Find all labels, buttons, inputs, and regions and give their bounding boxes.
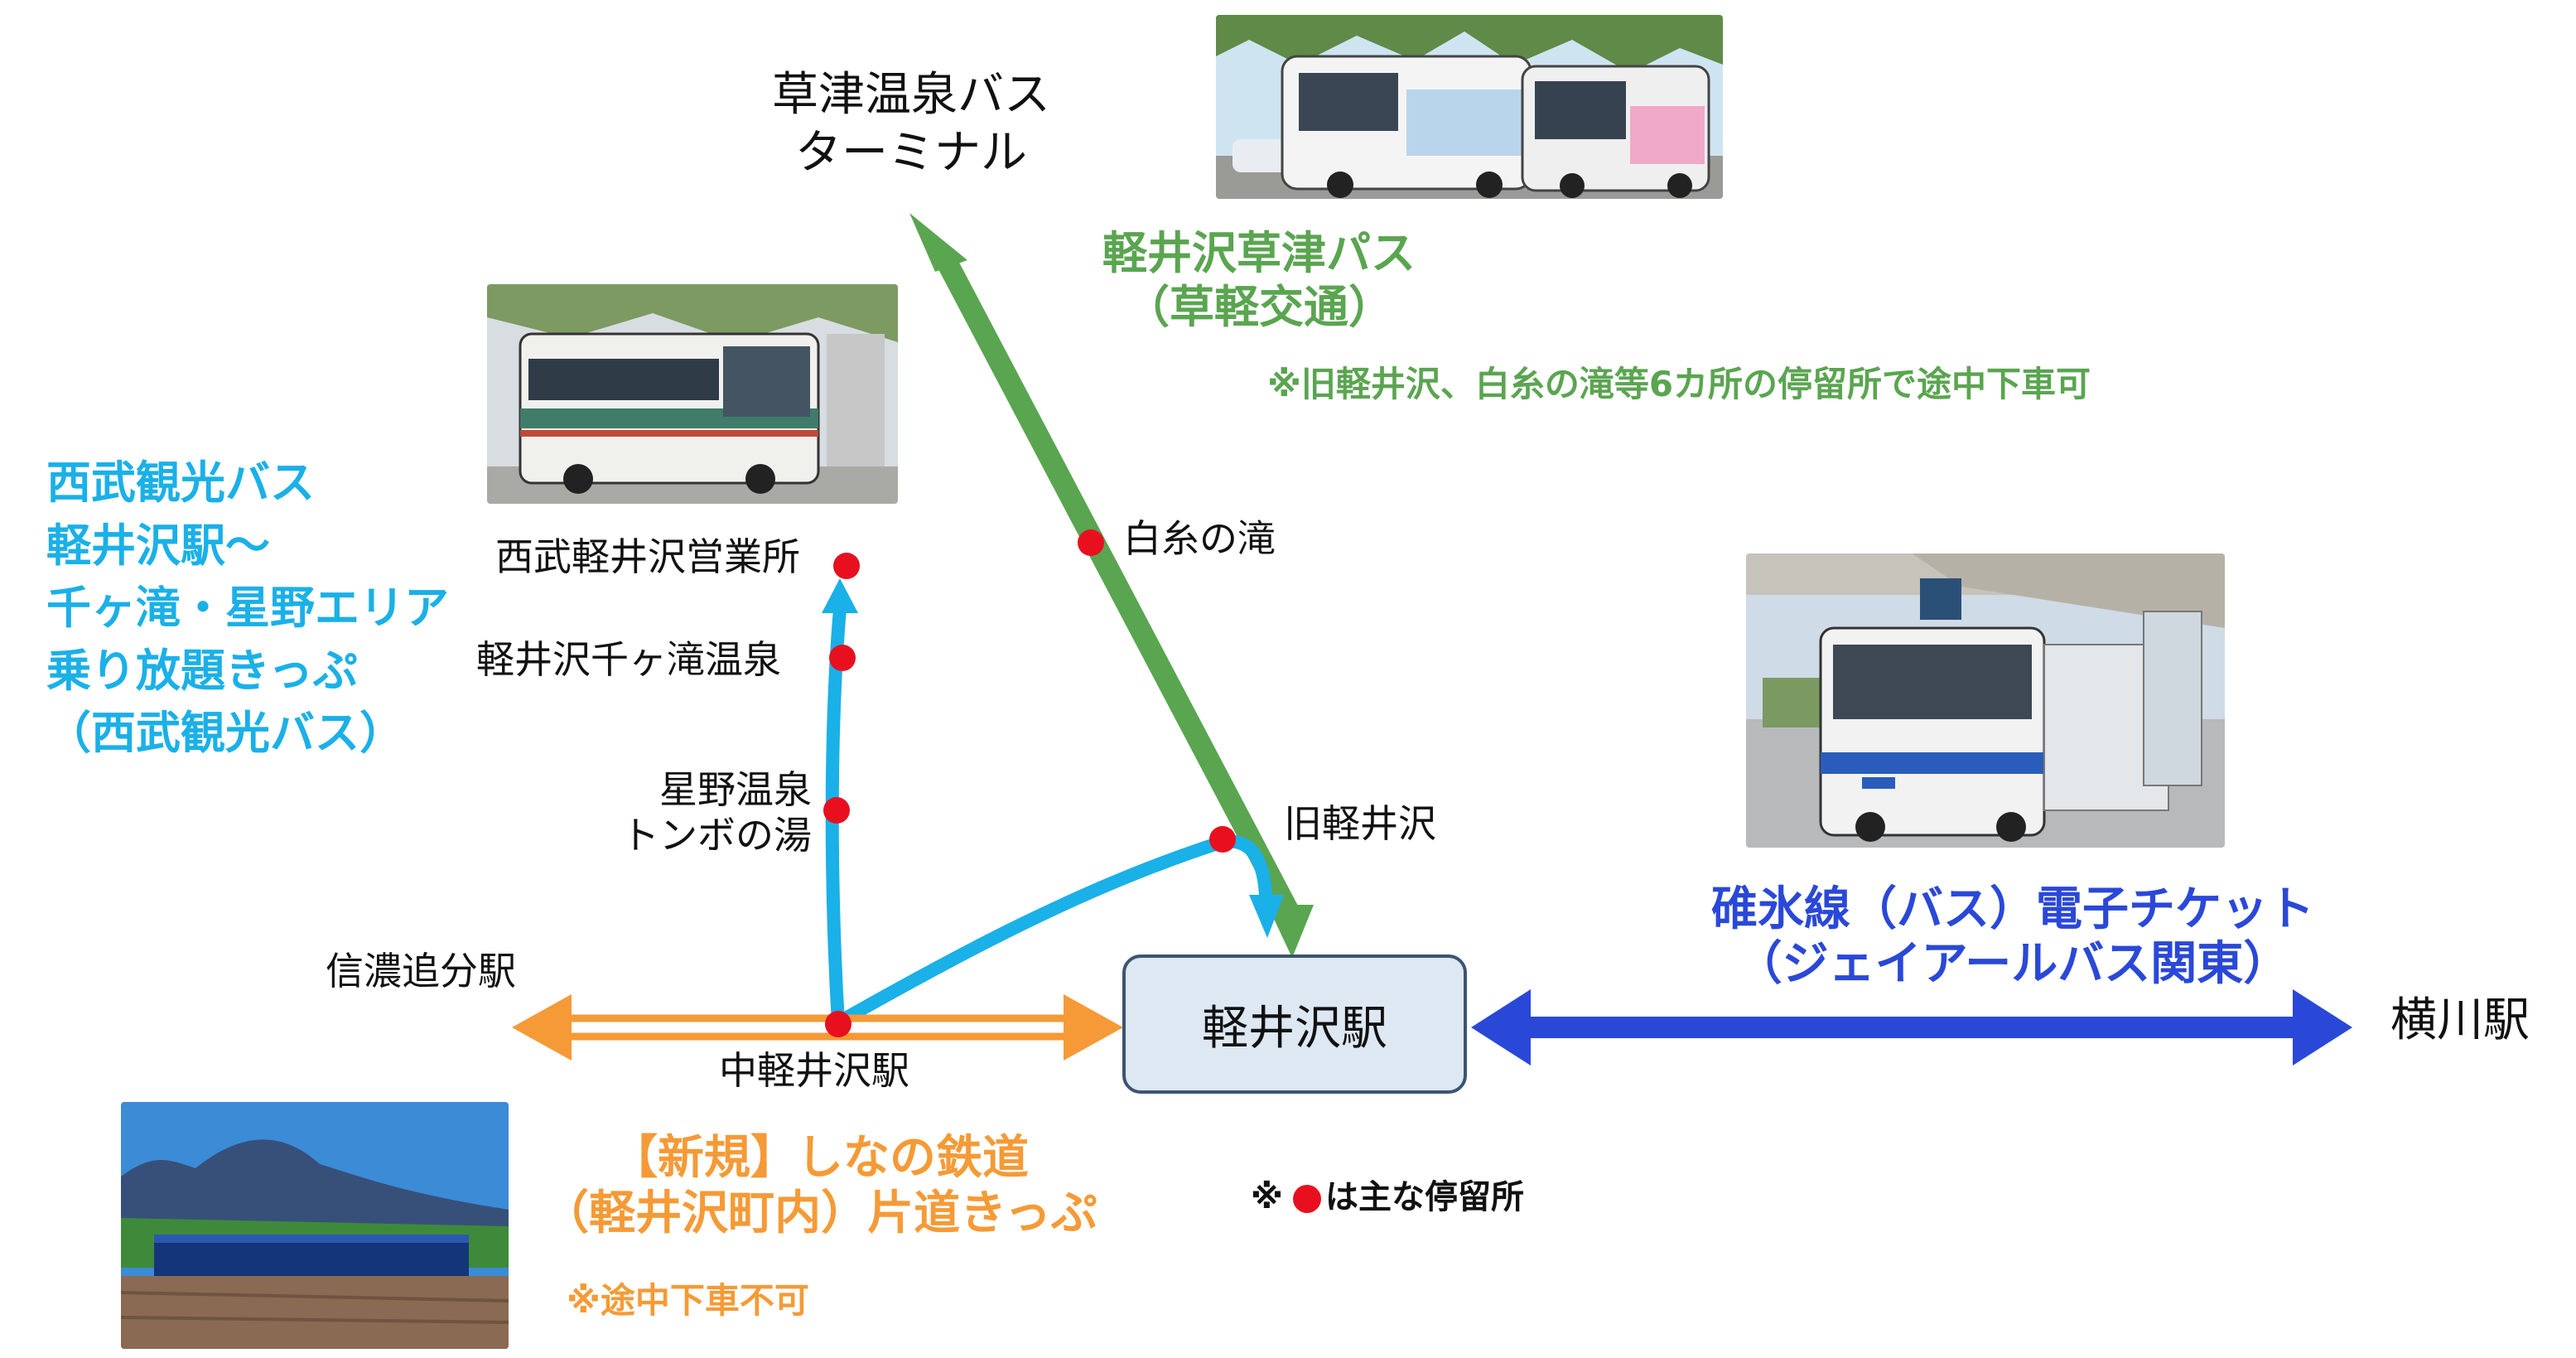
kyu-karuizawa-label: 旧軽井沢 xyxy=(1284,801,1436,846)
photo-kusatsu-buses xyxy=(1216,15,1723,199)
stop-dot-hoshino xyxy=(823,797,850,824)
stop-dot-senga-onsen xyxy=(829,645,856,671)
hoshino-label: 星野温泉 トンボの湯 xyxy=(580,767,812,858)
shinano-title-line1: 【新規】しなの鉄道 xyxy=(611,1131,1029,1185)
seibu-line3: 千ヶ滝・星野エリア xyxy=(46,582,449,635)
stop-dot-shiraito xyxy=(1078,529,1104,556)
kusakaru-title-line1: 軽井沢草津パス xyxy=(1102,227,1416,279)
hoshino-line2: トンボの湯 xyxy=(621,813,812,858)
shinano-ticket-title: 【新規】しなの鉄道 （軽井沢町内）片道きっぷ xyxy=(497,1130,1143,1241)
jr-route-arrowhead-right xyxy=(2293,989,2352,1066)
photo-seibu-bus xyxy=(487,284,898,504)
yokokawa-station-label: 横川駅 xyxy=(2390,993,2530,1047)
hoshino-line1: 星野温泉 xyxy=(659,767,812,812)
jr-route-arrowhead-left xyxy=(1471,989,1531,1066)
jr-title-line2: （ジェイアールバス関東） xyxy=(1735,937,2290,992)
seibu-line2: 軽井沢駅～ xyxy=(46,519,270,572)
kusatsu-route-arrowhead-bottom xyxy=(1267,905,1314,958)
karuizawa-station-box: 軽井沢駅 xyxy=(1122,954,1467,1094)
stop-dot-seibu-office xyxy=(833,553,860,579)
senga-onsen-label: 軽井沢千ヶ滝温泉 xyxy=(476,637,781,682)
kusatsu-terminal-label: 草津温泉バス ターミナル xyxy=(729,66,1093,182)
legend-dot xyxy=(1293,1185,1321,1213)
kusakaru-title-line2: （草軽交通） xyxy=(1125,280,1393,333)
seibu-office-label: 西武軽井沢営業所 xyxy=(495,534,800,579)
shiraito-label: 白糸の滝 xyxy=(1123,516,1276,561)
seibu-route-arrowhead-down xyxy=(1249,895,1284,938)
seibu-line1: 西武観光バス xyxy=(46,457,315,509)
jr-bus-title: 碓氷線（バス）電子チケット （ジェイアールバス関東） xyxy=(1623,882,2402,992)
naka-karuizawa-label: 中軽井沢駅 xyxy=(719,1048,909,1093)
photo-shinano-train xyxy=(121,1102,509,1349)
stop-dot-kyu-karuizawa xyxy=(1209,826,1236,853)
seibu-pass-title: 西武観光バス 軽井沢駅～ 千ヶ滝・星野エリア 乗り放題きっぷ （西武観光バス） xyxy=(46,452,449,765)
legend-text: は主な停留所 xyxy=(1325,1178,1524,1216)
kusakaru-note: ※旧軽井沢、白糸の滝等6カ所の停留所で途中下車可 xyxy=(1267,364,2091,404)
kusatsu-terminal-line2: ターミナル xyxy=(795,126,1027,180)
seibu-line4: 乗り放題きっぷ xyxy=(46,644,358,697)
seibu-line5: （西武観光バス） xyxy=(46,707,404,760)
shinano-route-arrowhead-left xyxy=(512,994,572,1061)
karuizawa-station-label: 軽井沢駅 xyxy=(1202,1001,1387,1056)
seibu-route-arrowhead-up xyxy=(822,578,858,613)
photo-jr-bus xyxy=(1746,553,2225,848)
shinano-route-arrowhead-right xyxy=(1064,994,1123,1061)
shinano-oiwake-label: 信濃追分駅 xyxy=(326,949,516,993)
legend-prefix: ※ xyxy=(1251,1178,1283,1216)
kusatsu-terminal-line1: 草津温泉バス xyxy=(772,68,1050,122)
kusatsu-route-arrowhead xyxy=(909,213,967,272)
stop-dot-naka-karuizawa xyxy=(825,1011,851,1037)
shinano-title-line2: （軽井沢町内）片道きっぷ xyxy=(543,1186,1097,1241)
jr-title-line1: 碓氷線（バス）電子チケット xyxy=(1711,882,2314,936)
kusakaru-pass-title: 軽井沢草津パス （草軽交通） xyxy=(1069,227,1450,335)
kusatsu-route-line xyxy=(938,258,1299,917)
shinano-note: ※途中下車不可 xyxy=(567,1280,809,1321)
